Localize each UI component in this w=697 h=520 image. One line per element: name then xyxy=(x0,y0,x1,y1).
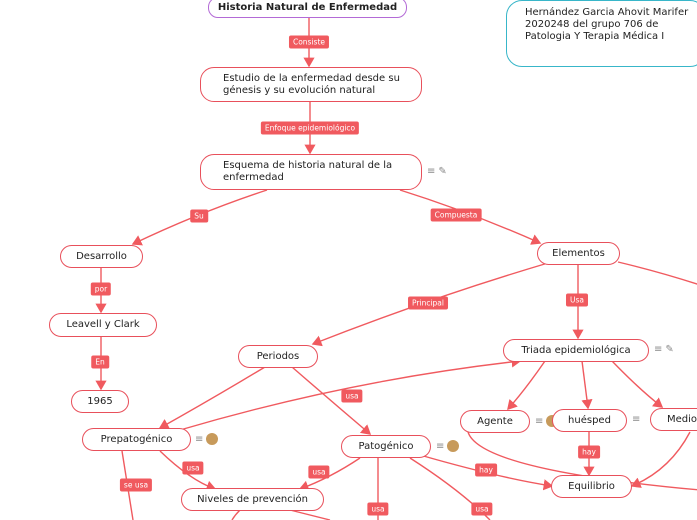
prepat-indicators: ≡ xyxy=(195,433,219,445)
edge-patog-niveles xyxy=(298,457,361,492)
edge-triada-medio xyxy=(611,360,664,408)
node-agente[interactable]: Agente xyxy=(460,410,530,433)
label-usa-bottom2: usa xyxy=(471,502,493,516)
equals-icon: ≡ xyxy=(632,414,641,425)
label-en: En xyxy=(91,355,109,369)
node-huesped[interactable]: huésped xyxy=(552,409,627,432)
equals-icon: ≡ xyxy=(195,433,204,445)
label-usa-prepat: usa xyxy=(341,389,363,403)
triada-indicators: ≡ ✎ xyxy=(654,344,674,355)
edge-prepat-niveles xyxy=(159,450,217,492)
node-year[interactable]: 1965 xyxy=(71,390,129,413)
node-niveles[interactable]: Niveles de prevención xyxy=(181,488,324,511)
node-periodos[interactable]: Periodos xyxy=(238,345,318,368)
equals-icon: ≡ xyxy=(427,166,436,177)
author-note[interactable]: Hernández Garcia Ahovit Marifer 2020248 … xyxy=(506,0,697,67)
node-patogenico[interactable]: Patogénico xyxy=(341,435,431,458)
label-hay-huesped: hay xyxy=(578,445,600,459)
node-triada[interactable]: Triada epidemiológica xyxy=(503,339,649,362)
edge-periodos-patog xyxy=(291,366,372,435)
link-icon: ✎ xyxy=(438,166,447,177)
label-compuesta: Compuesta xyxy=(430,208,482,222)
edge-prepat-triada xyxy=(179,356,522,431)
label-usa-patog: usa xyxy=(308,465,330,479)
edge-niveles-down2 xyxy=(289,509,331,520)
label-usa-bottom1: usa xyxy=(367,502,389,516)
edge-agente-right xyxy=(467,431,697,491)
node-desarrollo[interactable]: Desarrollo xyxy=(60,245,143,268)
label-consiste: Consiste xyxy=(288,35,330,49)
attachment-dot-icon xyxy=(206,433,219,445)
label-principal: Principal xyxy=(408,296,448,310)
equals-icon: ≡ xyxy=(654,344,663,355)
label-hay-patog: hay xyxy=(475,463,497,477)
node-esquema[interactable]: Esquema de historia natural de la enferm… xyxy=(200,154,422,190)
edge-elementos-right xyxy=(617,261,697,285)
label-enfoque: Enfoque epidemiológico xyxy=(260,121,360,135)
edge-periodos-prepat xyxy=(158,366,266,429)
link-icon: ✎ xyxy=(665,344,674,355)
huesped-indicators: ≡ xyxy=(632,414,640,425)
esquema-indicators: ≡ ✎ xyxy=(427,166,447,177)
node-estudio[interactable]: Estudio de la enfermedad desde su génesi… xyxy=(200,67,422,102)
root-node[interactable]: Historia Natural de Enfermedad xyxy=(208,0,407,18)
equals-icon: ≡ xyxy=(535,415,544,427)
node-elementos[interactable]: Elementos xyxy=(537,242,620,265)
edge-triada-huesped xyxy=(581,360,593,410)
edge-medio-equilibrio xyxy=(630,431,691,488)
equals-icon: ≡ xyxy=(436,440,445,452)
label-usa-niveles: usa xyxy=(182,461,204,475)
label-su: Su xyxy=(190,209,208,223)
node-medio[interactable]: Medio xyxy=(650,408,697,431)
edge-triada-agente xyxy=(507,360,546,411)
edge-niveles-down1 xyxy=(231,509,241,520)
patog-indicators: ≡ xyxy=(436,440,460,452)
node-leavell[interactable]: Leavell y Clark xyxy=(49,313,157,337)
node-equilibrio[interactable]: Equilibrio xyxy=(551,475,632,498)
attachment-dot-icon xyxy=(447,440,460,452)
label-usa-triada: Usa xyxy=(566,293,588,307)
node-prepatogenico[interactable]: Prepatogénico xyxy=(82,428,191,451)
label-se-usa: se usa xyxy=(119,478,153,492)
label-por: por xyxy=(90,282,112,296)
